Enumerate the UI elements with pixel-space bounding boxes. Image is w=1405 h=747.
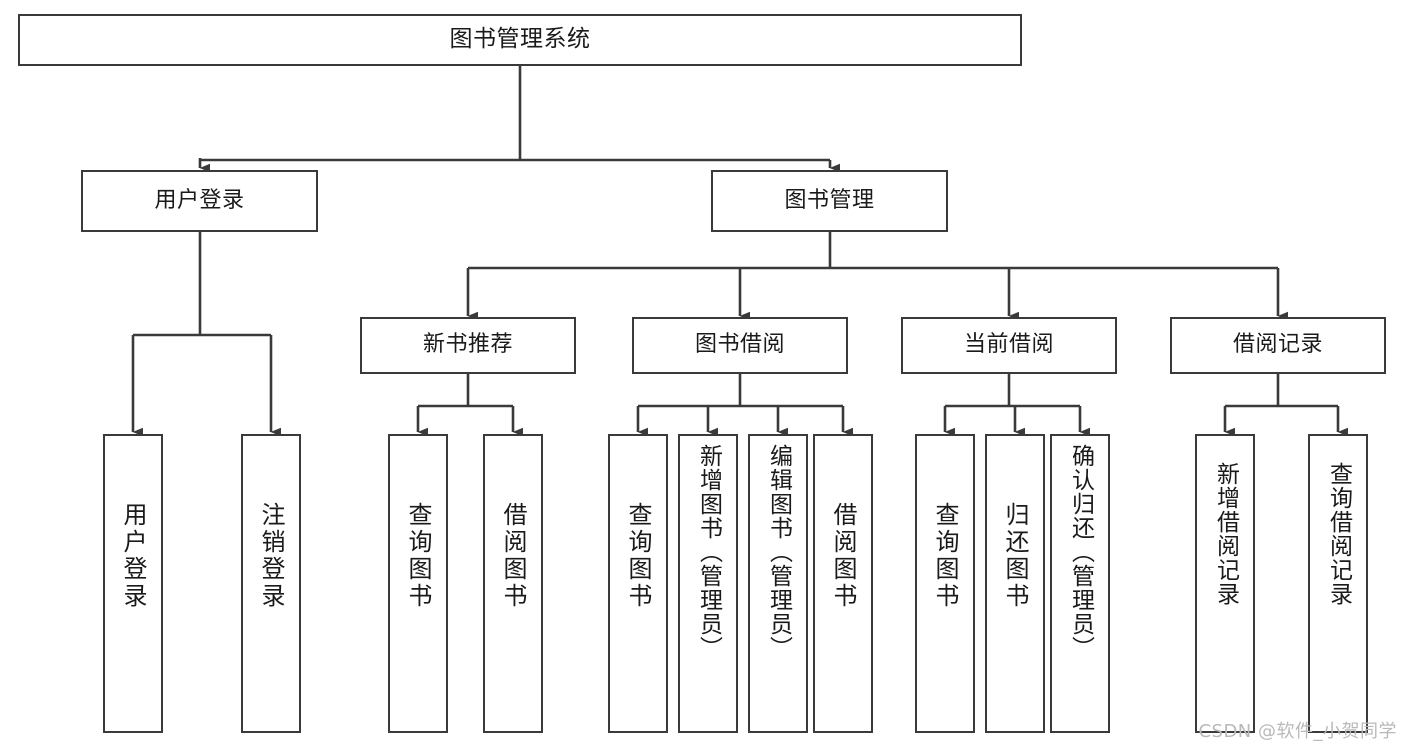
node-current-borrow-label: 当前借阅 xyxy=(963,332,1054,358)
node-leaf-return-book[interactable]: 归还图书 xyxy=(985,434,1045,733)
csdn-watermark: CSDN @软件_小贺同学 xyxy=(1198,721,1397,742)
node-borrow-record[interactable]: 借阅记录 xyxy=(1170,317,1386,374)
node-leaf-return-book-label: 归还图书 xyxy=(1001,502,1029,610)
node-new-book-recommend-label: 新书推荐 xyxy=(422,332,513,358)
node-leaf-query-book-2[interactable]: 查询图书 xyxy=(608,434,668,733)
node-leaf-add-book[interactable]: 新增图书（管理员） xyxy=(678,434,738,733)
node-root-system[interactable]: 图书管理系统 xyxy=(18,14,1022,66)
node-leaf-borrow-book-1-label: 借阅图书 xyxy=(499,502,527,610)
node-leaf-query-record[interactable]: 查询借阅记录 xyxy=(1308,434,1368,733)
node-leaf-borrow-book-2-label: 借阅图书 xyxy=(829,502,857,610)
node-leaf-borrow-book-2[interactable]: 借阅图书 xyxy=(813,434,873,733)
node-book-borrow-label: 图书借阅 xyxy=(694,332,785,358)
node-book-manage-label: 图书管理 xyxy=(784,187,875,213)
node-leaf-query-book-2-label: 查询图书 xyxy=(624,502,652,610)
node-leaf-add-record-label: 新增借阅记录 xyxy=(1212,462,1239,606)
node-leaf-edit-book[interactable]: 编辑图书（管理员） xyxy=(748,434,808,733)
node-book-manage[interactable]: 图书管理 xyxy=(711,170,948,232)
node-leaf-query-book-3[interactable]: 查询图书 xyxy=(915,434,975,733)
node-leaf-user-logout[interactable]: 注销登录 xyxy=(241,434,301,733)
node-leaf-add-record[interactable]: 新增借阅记录 xyxy=(1195,434,1255,733)
node-leaf-confirm-return-label: 确认归还（管理员） xyxy=(1067,444,1094,660)
node-leaf-user-login-label: 用户登录 xyxy=(119,502,147,610)
node-leaf-add-book-label: 新增图书（管理员） xyxy=(695,444,722,660)
node-leaf-user-login[interactable]: 用户登录 xyxy=(103,434,163,733)
node-borrow-record-label: 借阅记录 xyxy=(1232,332,1323,358)
node-new-book-recommend[interactable]: 新书推荐 xyxy=(360,317,576,374)
node-leaf-query-book-1-label: 查询图书 xyxy=(404,502,432,610)
node-leaf-user-logout-label: 注销登录 xyxy=(257,502,285,610)
node-user-login-label: 用户登录 xyxy=(154,187,245,213)
node-leaf-edit-book-label: 编辑图书（管理员） xyxy=(765,444,792,660)
node-current-borrow[interactable]: 当前借阅 xyxy=(901,317,1117,374)
node-leaf-query-book-3-label: 查询图书 xyxy=(931,502,959,610)
node-root-label: 图书管理系统 xyxy=(449,26,591,53)
node-book-borrow[interactable]: 图书借阅 xyxy=(632,317,848,374)
node-leaf-query-book-1[interactable]: 查询图书 xyxy=(388,434,448,733)
node-leaf-query-record-label: 查询借阅记录 xyxy=(1325,462,1352,606)
node-leaf-confirm-return[interactable]: 确认归还（管理员） xyxy=(1050,434,1110,733)
node-user-login[interactable]: 用户登录 xyxy=(81,170,318,232)
node-leaf-borrow-book-1[interactable]: 借阅图书 xyxy=(483,434,543,733)
